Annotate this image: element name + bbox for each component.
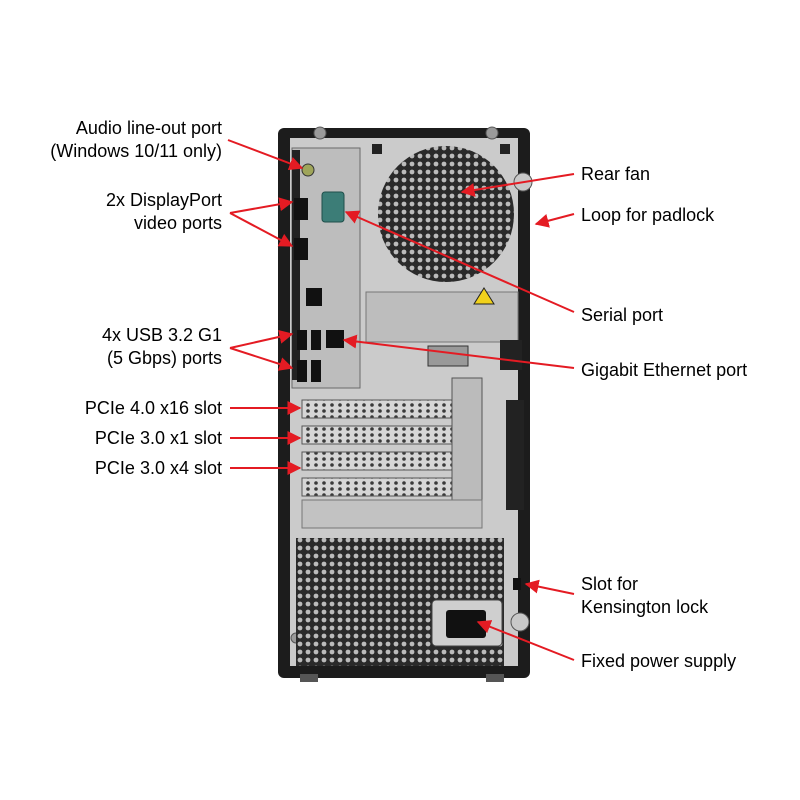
audio-jack [301, 163, 315, 177]
label-audio-line1: Audio line-out port [76, 118, 222, 138]
label-pcie-x4: PCIe 3.0 x4 slot [95, 458, 222, 478]
pcie-slot-x1 [301, 425, 453, 445]
serial-connector [321, 191, 345, 223]
label-kensington-line2: Kensington lock [581, 597, 709, 617]
power-supply [296, 538, 521, 666]
displayport-2 [294, 238, 308, 260]
label-kensington-line1: Slot for [581, 574, 638, 594]
pcie-slot-extra [301, 477, 453, 497]
fan-grille [378, 146, 514, 282]
pcie-slot-x16 [301, 399, 453, 419]
label-padlock: Loop for padlock [581, 205, 715, 225]
displayport-1 [294, 198, 308, 220]
screw [485, 126, 499, 140]
arrow-ethernet [342, 334, 575, 369]
rear-fan [372, 144, 514, 282]
arrow-audio [227, 139, 304, 171]
label-usb-line2: (5 Gbps) ports [107, 348, 222, 368]
arrow-usb-2 [229, 347, 294, 371]
usb-port [311, 330, 321, 350]
label-pcie-x16: PCIe 4.0 x16 slot [85, 398, 222, 418]
arrow-serial [344, 210, 575, 313]
labels-right: Rear fan Loop for padlock Serial port Gi… [581, 164, 747, 671]
pcie-slot-x4 [301, 451, 453, 471]
foot-left [300, 674, 318, 682]
power-socket [446, 610, 486, 638]
arrow-padlock [534, 213, 575, 228]
panel-recess [365, 291, 519, 343]
arrow-displayport-1 [229, 197, 294, 214]
fan-screw-slot [372, 144, 382, 154]
label-displayport-line1: 2x DisplayPort [106, 190, 222, 210]
mid-panel [365, 287, 524, 519]
side-latch [500, 340, 522, 370]
io-plate [291, 147, 361, 389]
label-power: Fixed power supply [581, 651, 736, 671]
arrow-kensington [524, 579, 575, 595]
arrow-displayport-2 [229, 212, 294, 247]
pcie-latch [427, 345, 469, 367]
label-serial: Serial port [581, 305, 663, 325]
fan-screw-slot [500, 144, 510, 154]
callout-arrows-right [342, 173, 575, 661]
arrow-rear-fan [460, 173, 575, 197]
label-ethernet: Gigabit Ethernet port [581, 360, 747, 380]
thumb-screw [510, 612, 530, 632]
foot-right [486, 674, 504, 682]
callout-arrows-left [227, 139, 304, 475]
io-shield [291, 147, 361, 389]
ethernet-port [326, 330, 344, 348]
screw [313, 126, 327, 140]
usb-port [297, 360, 307, 382]
expansion-bracket [451, 377, 483, 519]
label-usb-line1: 4x USB 3.2 G1 [102, 325, 222, 345]
slot-bracket-strip [301, 499, 483, 529]
arrow-power [476, 620, 575, 661]
video-port [306, 288, 322, 306]
label-displayport-line2: video ports [134, 213, 222, 233]
usb-port [311, 360, 321, 382]
arrow-usb-1 [229, 329, 294, 349]
label-audio-line2: (Windows 10/11 only) [50, 141, 222, 161]
io-port-outline [292, 150, 300, 380]
kensington-slot [513, 578, 521, 590]
label-pcie-x1: PCIe 3.0 x1 slot [95, 428, 222, 448]
usb-port [297, 330, 307, 350]
warning-triangle-icon [473, 287, 495, 305]
pcie-slots [301, 399, 483, 529]
label-rear-fan: Rear fan [581, 164, 650, 184]
side-latch [506, 400, 524, 510]
labels-left: Audio line-out port (Windows 10/11 only)… [50, 118, 222, 478]
